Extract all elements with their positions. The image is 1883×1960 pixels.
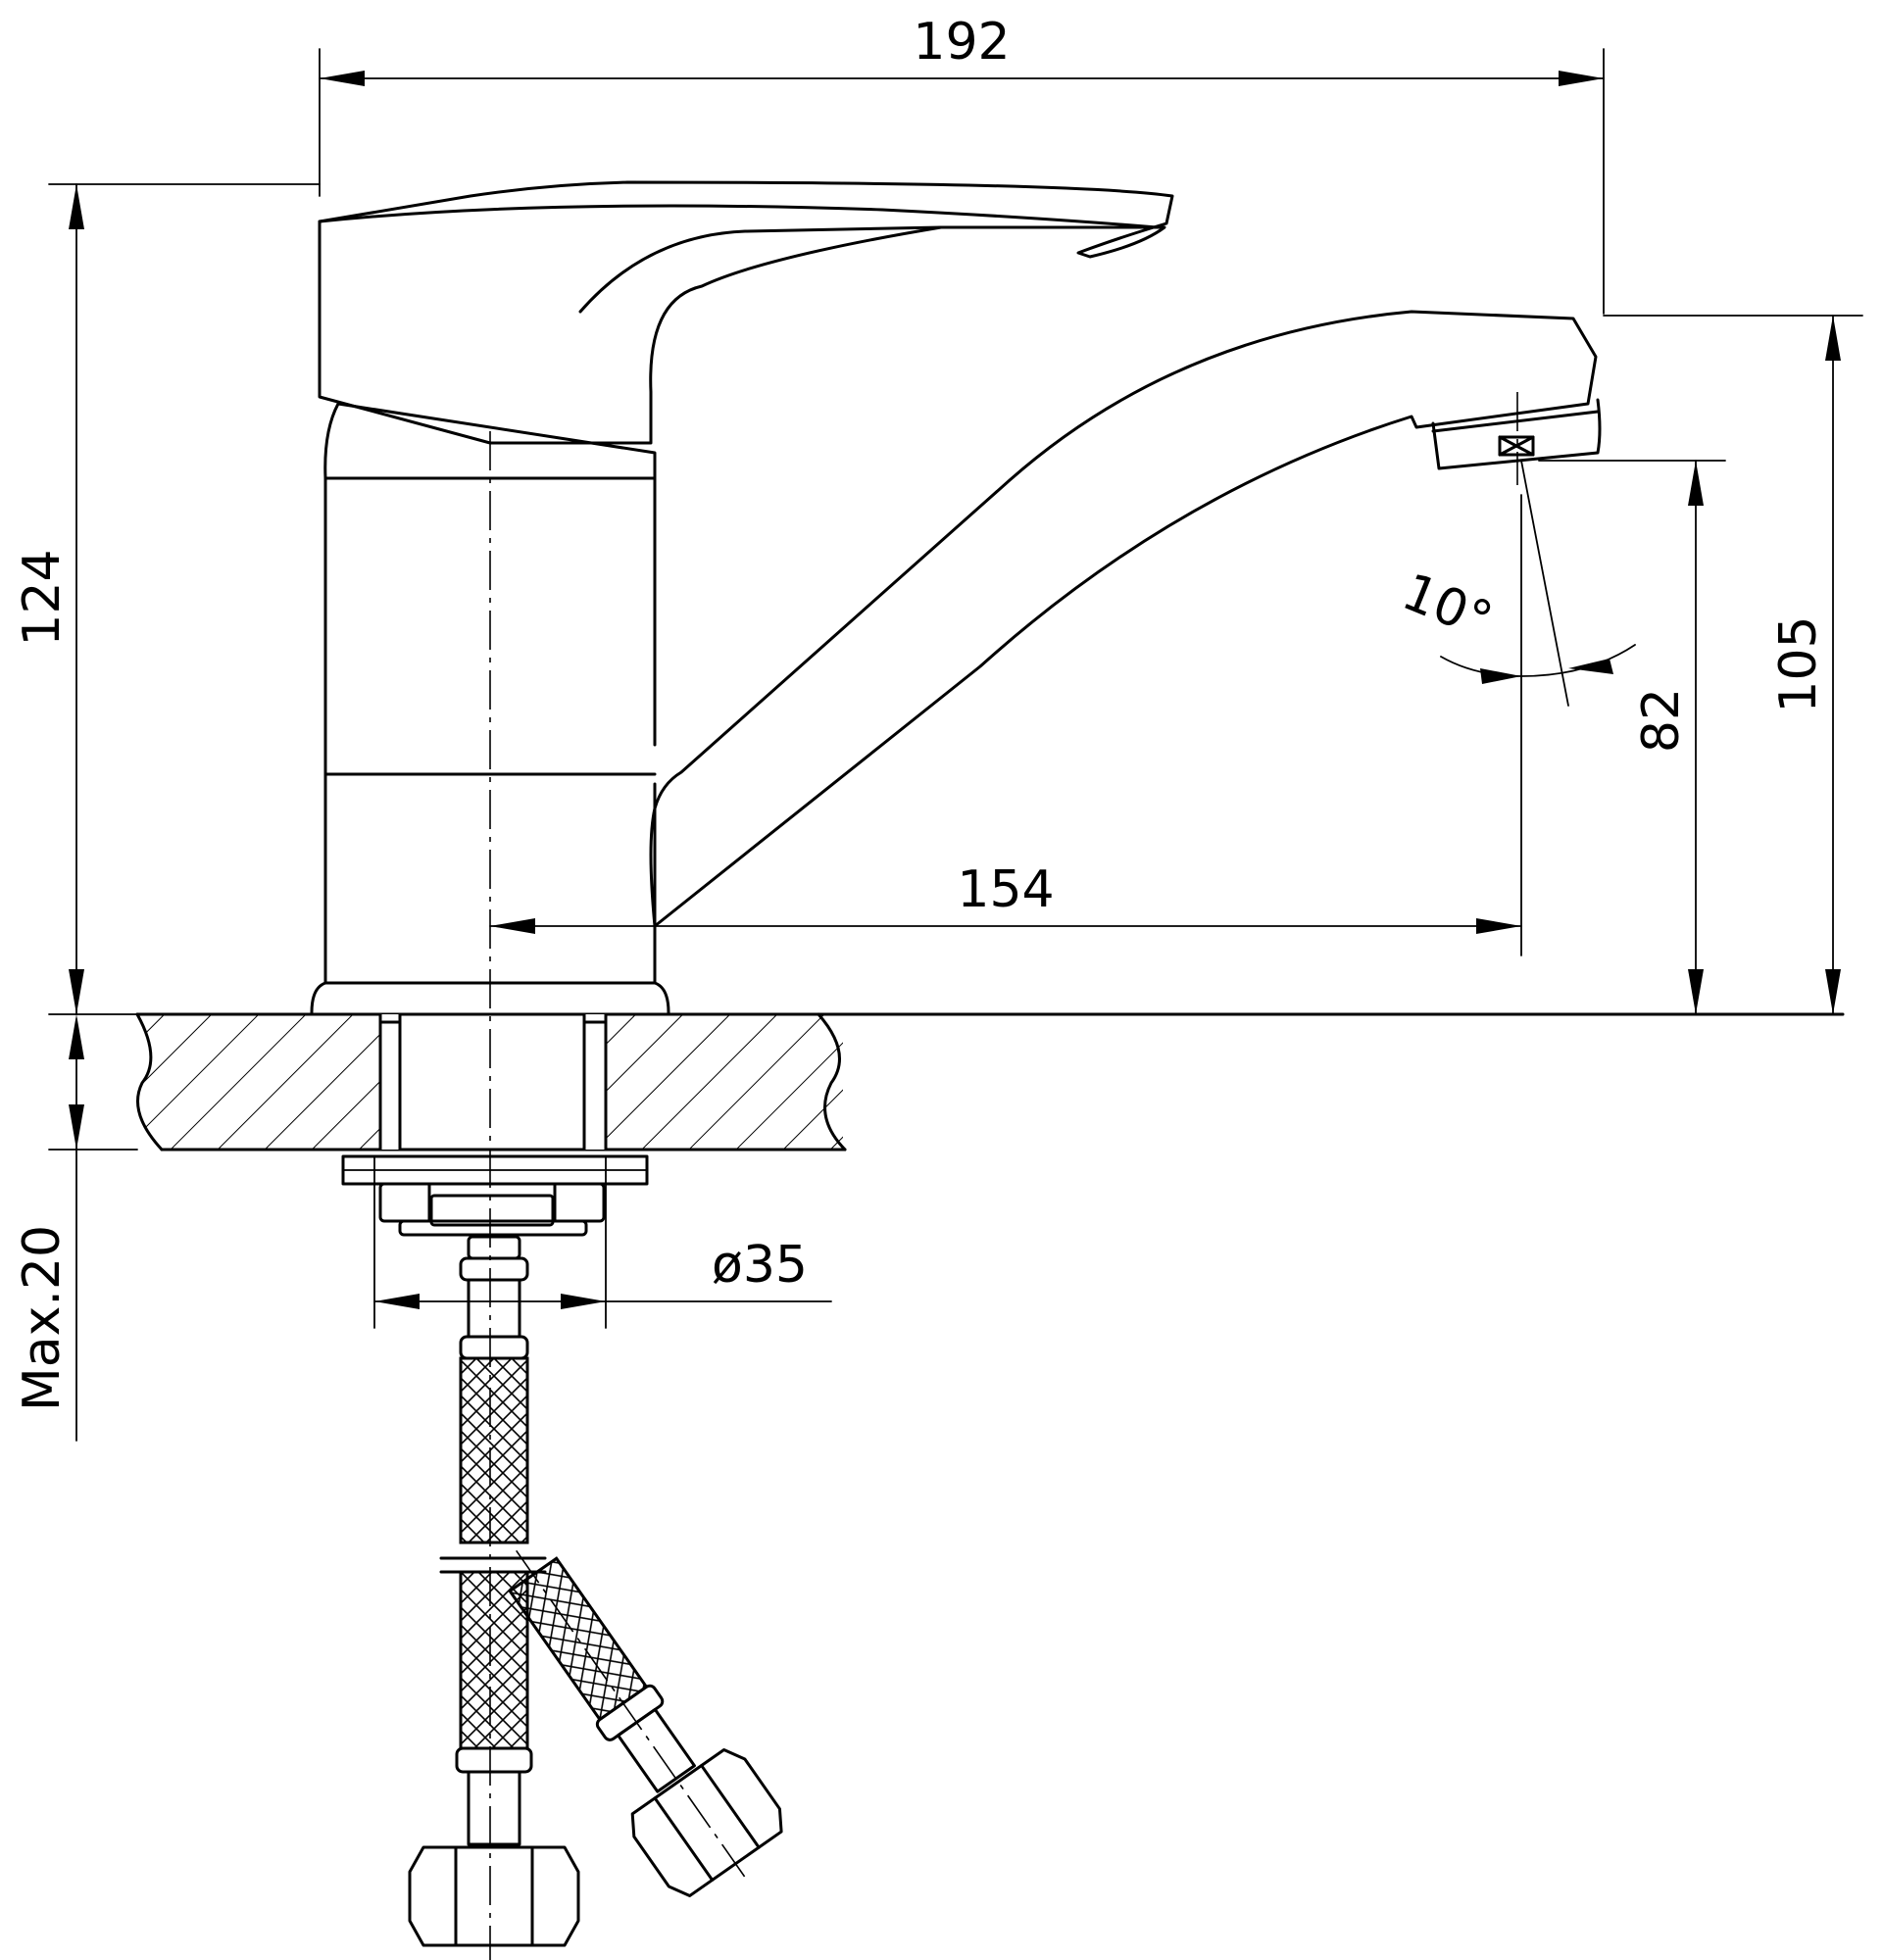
- dimension-label-max20: Max.20: [13, 1225, 72, 1411]
- dimension-label-192: 192: [913, 13, 1010, 72]
- fixing-nut-assembly: [341, 1154, 649, 1237]
- dimension-height-82: 82: [1538, 460, 1726, 1015]
- supply-hoses: [408, 1235, 783, 1947]
- dimension-label-82: 82: [1632, 688, 1691, 753]
- faucet-body: [310, 402, 670, 1014]
- dimension-height-105: 105: [1603, 315, 1863, 1015]
- spout: [649, 310, 1602, 928]
- dimension-reach-154: 154: [489, 494, 1522, 956]
- dimension-diameter-35: ø35: [373, 1155, 832, 1329]
- dimension-angle-10: 10°: [1394, 460, 1636, 707]
- dimension-label-d35: ø35: [712, 1236, 808, 1295]
- lever-handle: [318, 180, 1174, 445]
- dimension-label-154: 154: [957, 860, 1054, 919]
- dimension-countertop-max20: Max.20: [13, 1013, 138, 1442]
- dimension-label-10deg: 10°: [1394, 563, 1500, 651]
- aerator-center-mark: [1498, 435, 1535, 457]
- dimension-height-124: 124: [13, 183, 321, 1015]
- dimension-width-192: 192: [319, 13, 1605, 315]
- dimension-label-124: 124: [13, 549, 72, 646]
- countertop-section: [135, 1012, 1845, 1152]
- dimension-label-105: 105: [1769, 615, 1828, 712]
